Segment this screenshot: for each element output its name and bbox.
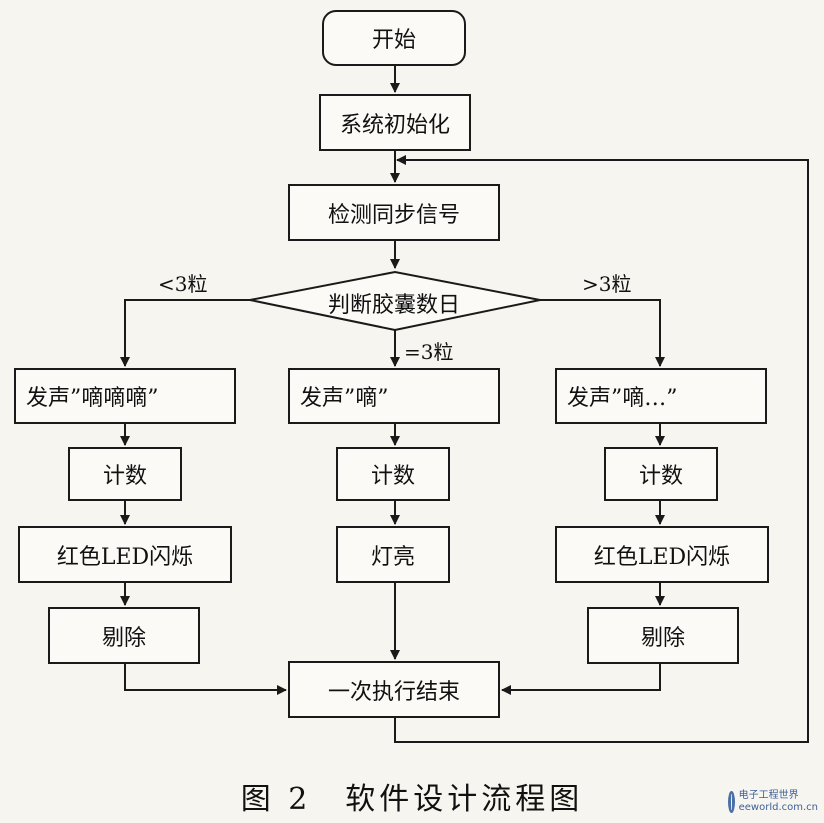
left-sound-node: 发声”嘀嘀嘀” [14,368,236,424]
branch-label-equal: =3粒 [404,340,454,364]
arrow-right-reject-end [501,663,661,695]
arrow-branch-right [540,299,665,367]
right-sound-node: 发声”嘀…” [555,368,767,424]
start-node: 开始 [322,10,466,66]
watermark-line2: eeworld.com.cn [738,802,818,813]
figure-caption: 图 2 软件设计流程图 [240,782,584,817]
branch-label-greater: >3粒 [582,272,632,296]
left-count-node: 计数 [68,447,182,501]
right-count-node: 计数 [604,447,718,501]
watermark-logo-icon [728,791,735,813]
arrow-branch-left [120,299,250,367]
left-reject-node: 剔除 [48,607,200,664]
decision-label: 判断胶囊数日 [328,293,461,318]
end-node: 一次执行结束 [288,661,500,718]
mid-sound-node: 发声”嘀” [288,368,500,424]
arrow-left-reject-end [124,663,287,695]
watermark-line1: 电子工程世界 [738,790,799,801]
right-reject-node: 剔除 [587,607,739,664]
watermark: 电子工程世界 eeworld.com.cn [728,786,818,818]
mid-light-node: 灯亮 [336,526,450,583]
branch-label-less: <3粒 [158,272,208,296]
watermark-text: 电子工程世界 eeworld.com.cn [739,790,818,814]
left-led-node: 红色LED闪烁 [18,526,232,583]
arrow-loop-back [394,155,809,743]
init-node: 系统初始化 [319,94,471,151]
right-led-node: 红色LED闪烁 [555,526,769,583]
mid-count-node: 计数 [336,447,450,501]
detect-node: 检测同步信号 [288,184,500,241]
